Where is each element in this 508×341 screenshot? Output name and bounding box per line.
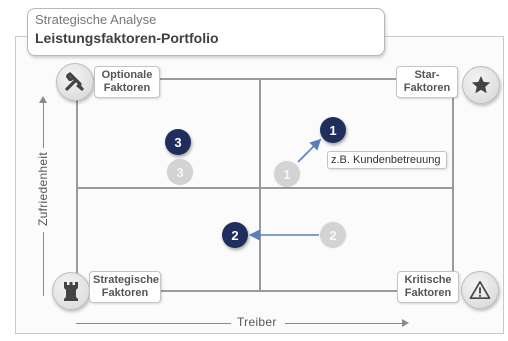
x-axis-line-right bbox=[285, 323, 403, 324]
factor-1-current: 1 bbox=[320, 117, 346, 143]
y-axis-label: Zufriedenheit bbox=[36, 152, 50, 226]
x-axis-arrowhead bbox=[402, 319, 409, 327]
quadrant-label-strategic-line2: Faktoren bbox=[101, 287, 149, 299]
quadrant-label-star: Star- Faktoren bbox=[396, 66, 458, 98]
tower-icon bbox=[52, 272, 90, 310]
grid-horizontal-divider bbox=[76, 187, 454, 189]
page-title: Leistungsfaktoren-Portfolio bbox=[35, 30, 219, 46]
star-icon bbox=[462, 66, 500, 104]
grid-vertical-divider bbox=[259, 78, 261, 292]
quadrant-label-critical-line1: Kritische bbox=[404, 274, 452, 286]
factor-2-previous: 2 bbox=[320, 222, 346, 248]
quadrant-label-critical: Kritische Faktoren bbox=[397, 271, 459, 303]
x-axis-line-left bbox=[76, 323, 231, 324]
quadrant-label-star-line1: Star- bbox=[414, 69, 440, 81]
example-callout: z.B. Kundenbetreuung bbox=[327, 151, 447, 169]
factor-3-previous: 3 bbox=[167, 159, 193, 185]
quadrant-label-optional: Optionale Faktoren bbox=[94, 66, 160, 98]
x-axis-label: Treiber bbox=[237, 315, 277, 329]
y-axis-arrowhead bbox=[39, 96, 47, 103]
y-axis-line-lower bbox=[43, 232, 44, 296]
quadrant-label-critical-line2: Faktoren bbox=[404, 287, 452, 299]
portfolio-grid bbox=[76, 78, 454, 292]
quadrant-label-star-line2: Faktoren bbox=[403, 82, 451, 94]
factor-3-current: 3 bbox=[165, 129, 191, 155]
quadrant-label-optional-line1: Optionale bbox=[101, 69, 153, 81]
quadrant-label-strategic-line1: Strategische bbox=[93, 274, 160, 286]
warning-icon bbox=[461, 271, 499, 309]
factor-2-current: 2 bbox=[222, 222, 248, 248]
title-subtitle: Strategische Analyse bbox=[35, 12, 157, 27]
factor-1-previous: 1 bbox=[274, 161, 300, 187]
quadrant-label-optional-line2: Faktoren bbox=[103, 82, 151, 94]
tools-icon bbox=[56, 63, 94, 101]
title-box: Strategische Analyse Leistungsfaktoren-P… bbox=[27, 8, 385, 56]
quadrant-label-strategic: Strategische Faktoren bbox=[89, 271, 161, 303]
y-axis-line-upper bbox=[43, 103, 44, 148]
